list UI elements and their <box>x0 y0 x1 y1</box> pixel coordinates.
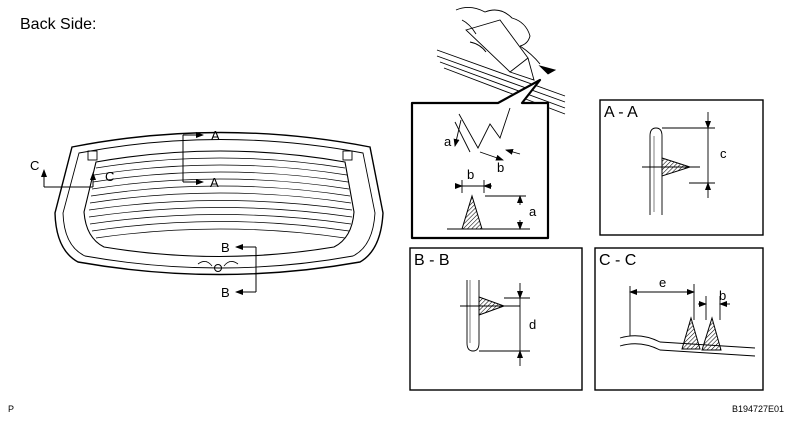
section-line-c <box>41 169 96 188</box>
footer-left-mark: P <box>8 404 14 414</box>
panel-aa-dim-c: c <box>720 146 727 161</box>
section-label-b-repeat: B <box>221 285 230 300</box>
hand-applicator-icon <box>436 7 566 115</box>
panel-bb-title: B - B <box>414 252 450 269</box>
dim-label-b-top: b <box>497 160 504 175</box>
dim-label-a-bottom: a <box>529 204 537 219</box>
figure-code: B194727E01 <box>732 404 784 414</box>
rear-window-glass-icon <box>54 131 384 276</box>
section-panel-bb <box>409 247 583 391</box>
section-label-c: C <box>30 158 39 173</box>
panel-bb-dim-d: d <box>529 317 536 332</box>
panel-cc-dim-b: b <box>719 288 726 303</box>
section-label-a-repeat: A <box>210 175 219 190</box>
section-label-a: A <box>211 128 220 143</box>
dim-label-a-top: a <box>444 134 452 149</box>
page-title: Back Side: <box>20 16 97 33</box>
panel-aa-title: A - A <box>604 104 638 121</box>
section-label-c-repeat: C <box>105 169 114 184</box>
section-line-a <box>182 132 204 185</box>
section-label-b: B <box>221 240 230 255</box>
section-line-b <box>235 244 257 295</box>
panel-cc-title: C - C <box>599 252 636 269</box>
dim-label-b-bottom: b <box>467 167 474 182</box>
detail-zoom-callout <box>410 78 550 240</box>
section-panel-cc <box>594 247 764 391</box>
panel-cc-dim-e: e <box>659 275 666 290</box>
section-panel-aa <box>599 99 764 236</box>
